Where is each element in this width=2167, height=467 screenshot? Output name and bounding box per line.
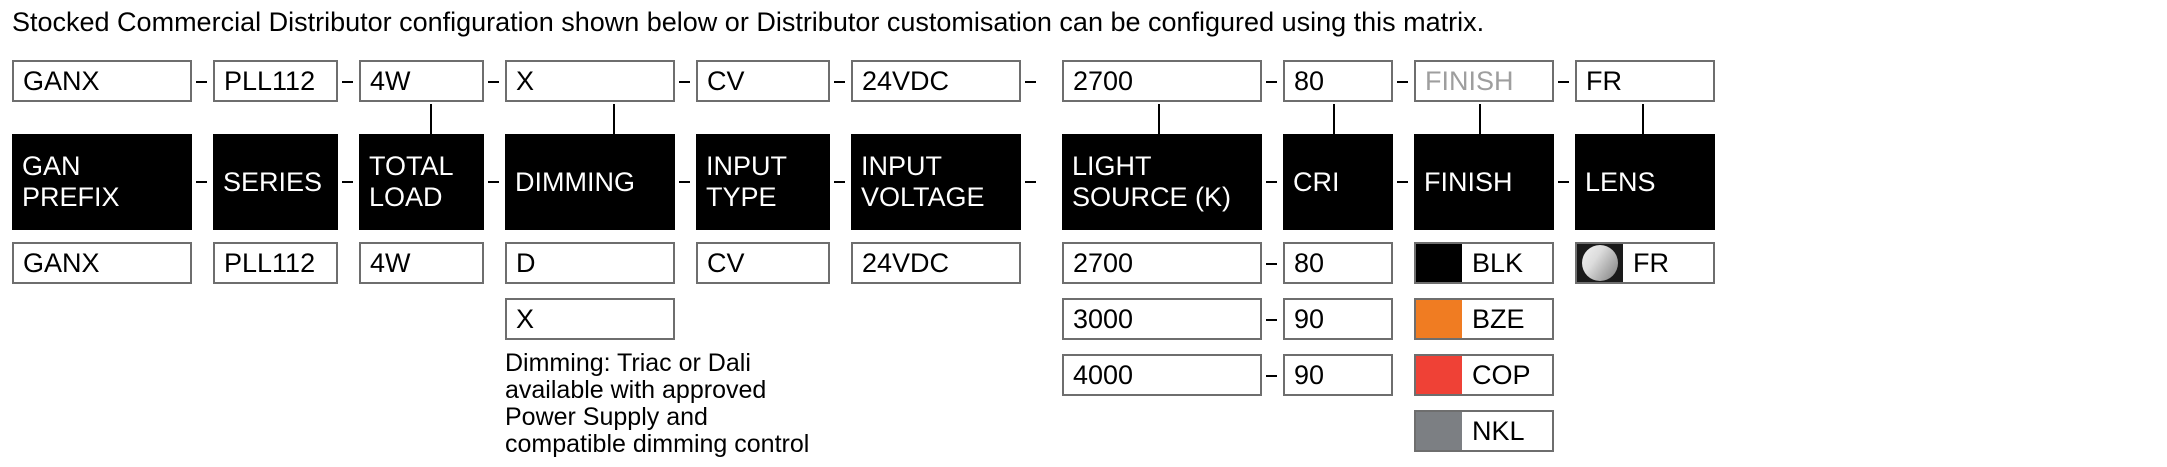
option-dimming-0[interactable]: D [505,242,675,284]
option-input-type-0[interactable]: CV [696,242,830,284]
header-light-source-line1: LIGHT [1072,151,1152,181]
header-total-load-line1: TOTAL [369,151,454,181]
option-cri-0[interactable]: 80 [1283,242,1393,284]
header-input-voltage-line1: INPUT [861,151,942,181]
config-value-lens[interactable]: FR [1575,60,1715,102]
option-dimming-1[interactable]: X [505,298,675,340]
header-finish: FINISH [1414,134,1554,230]
option-finish-cop-label: COP [1472,359,1531,390]
option-finish-nkl[interactable]: NKL [1414,410,1554,452]
connector-finish-top [1479,104,1481,134]
header-dash-8 [1397,181,1408,183]
intro-text: Stocked Commercial Distributor configura… [12,7,1485,37]
header-cri-line1: CRI [1293,166,1340,197]
header-dash-7 [1266,181,1277,183]
header-input-type: INPUT TYPE [696,134,830,230]
option-lens-fr-label: FR [1633,247,1669,278]
frosted-lens-icon [1577,244,1623,282]
header-series-line1: SERIES [223,166,323,197]
header-dimming-line1: DIMMING [515,166,635,197]
option-finish-blk-label: BLK [1472,247,1524,278]
option-light-source-1[interactable]: 3000 [1062,298,1262,340]
header-dash-4 [679,181,690,183]
config-dash-2 [342,81,353,83]
connector-dimming-top [613,104,615,134]
header-gan-prefix: GAN PREFIX [12,134,192,230]
header-cri: CRI [1283,134,1393,230]
option-dash-ls-cri-2 [1266,375,1277,377]
dimming-note: Dimming: Triac or Dali available with ap… [505,349,810,458]
config-dash-5 [834,81,845,83]
option-input-voltage-0[interactable]: 24VDC [851,242,1021,284]
header-series: SERIES [213,134,338,230]
option-light-source-0[interactable]: 2700 [1062,242,1262,284]
config-dash-1 [196,81,207,83]
finish-swatch-blk-icon [1416,244,1462,282]
config-dash-9 [1558,81,1569,83]
config-value-gan-prefix[interactable]: GANX [12,60,192,102]
option-finish-bze-label: BZE [1472,303,1525,334]
connector-light-source-top [1158,104,1160,134]
option-total-load-0[interactable]: 4W [359,242,484,284]
config-dash-8 [1397,81,1408,83]
header-dash-6 [1025,181,1036,183]
header-finish-line1: FINISH [1424,166,1513,197]
option-dash-ls-cri-0 [1266,263,1277,265]
option-finish-cop[interactable]: COP [1414,354,1554,396]
config-dash-3 [488,81,499,83]
option-finish-bze[interactable]: BZE [1414,298,1554,340]
header-light-source: LIGHT SOURCE (K) [1062,134,1262,230]
header-dash-2 [342,181,353,183]
header-dash-5 [834,181,845,183]
config-dash-6 [1025,81,1036,83]
config-dash-4 [679,81,690,83]
config-value-light-source[interactable]: 2700 [1062,60,1262,102]
header-dash-3 [488,181,499,183]
config-value-finish[interactable]: FINISH [1414,60,1554,102]
option-finish-nkl-label: NKL [1472,415,1525,446]
option-gan-prefix-0[interactable]: GANX [12,242,192,284]
header-input-type-line2: TYPE [706,182,777,212]
option-cri-1[interactable]: 90 [1283,298,1393,340]
connector-total-load-top [430,104,432,134]
header-dimming: DIMMING [505,134,675,230]
option-cri-2[interactable]: 90 [1283,354,1393,396]
finish-swatch-cop-icon [1416,356,1462,394]
header-lens: LENS [1575,134,1715,230]
finish-swatch-nkl-icon [1416,412,1462,450]
header-dash-1 [196,181,207,183]
header-light-source-line2: SOURCE (K) [1072,182,1232,212]
header-input-voltage-line2: VOLTAGE [861,182,985,212]
option-lens-fr[interactable]: FR [1575,242,1715,284]
header-gan-prefix-line1: GAN [22,151,81,181]
header-input-voltage: INPUT VOLTAGE [851,134,1021,230]
connector-cri-top [1333,104,1335,134]
frosted-lens-ball [1582,245,1618,281]
option-light-source-2[interactable]: 4000 [1062,354,1262,396]
header-input-type-line1: INPUT [706,151,787,181]
config-value-cri[interactable]: 80 [1283,60,1393,102]
config-value-series[interactable]: PLL112 [213,60,338,102]
option-series-0[interactable]: PLL112 [213,242,338,284]
header-total-load: TOTAL LOAD [359,134,484,230]
config-value-input-type[interactable]: CV [696,60,830,102]
header-gan-prefix-line2: PREFIX [22,182,120,212]
config-value-input-voltage[interactable]: 24VDC [851,60,1021,102]
option-dash-ls-cri-1 [1266,319,1277,321]
header-total-load-line2: LOAD [369,182,443,212]
config-dash-7 [1266,81,1277,83]
config-value-total-load[interactable]: 4W [359,60,484,102]
finish-swatch-bze-icon [1416,300,1462,338]
config-value-dimming[interactable]: X [505,60,675,102]
option-finish-blk[interactable]: BLK [1414,242,1554,284]
header-lens-line1: LENS [1585,166,1656,197]
header-dash-9 [1558,181,1569,183]
connector-lens-top [1642,104,1644,134]
